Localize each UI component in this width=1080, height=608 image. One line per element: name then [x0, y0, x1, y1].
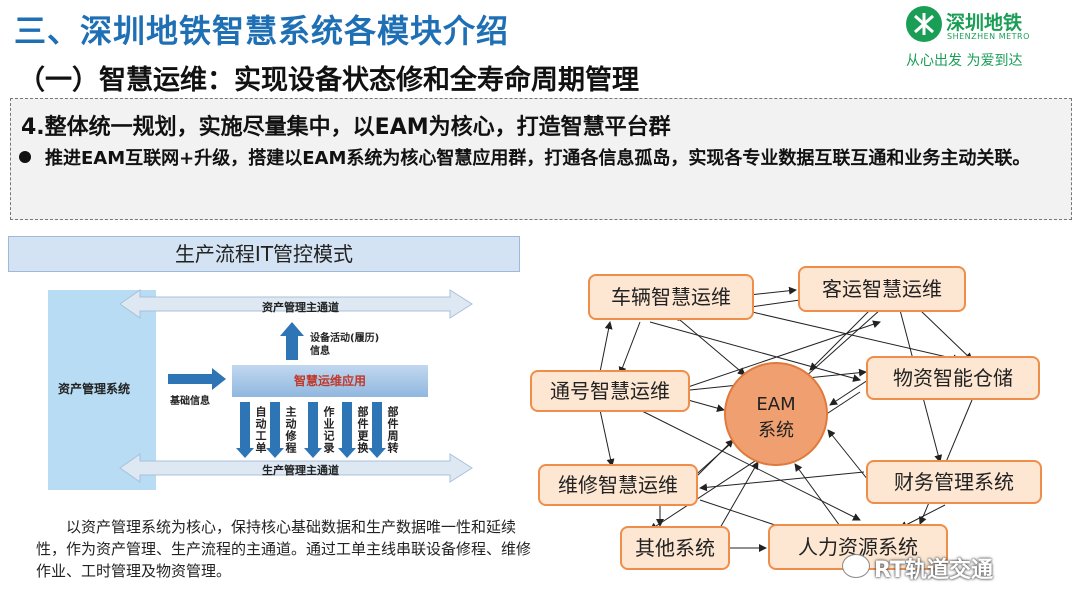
node-material: 物资智能仓储 [866, 356, 1040, 400]
wechat-icon [842, 554, 870, 578]
down-label-1: 自动工单 [254, 406, 267, 454]
smart-ops-app-box: 智慧运维应用 [232, 365, 428, 397]
panel-description: 以资产管理系统为核心，保持核心基础数据和生产数据唯一性和延续性，作为资产管理、生… [36, 518, 532, 580]
down-arrow-4 [338, 402, 356, 458]
logo-name-cn: 深圳地铁 [946, 12, 1023, 34]
bottom-channel-label: 生产管理主通道 [262, 464, 339, 477]
down-label-4: 部件更换 [356, 406, 369, 454]
down-label-3: 作业记录 [322, 406, 335, 454]
summary-bullet-text: 推进EAM互联网+升级，搭建以EAM系统为核心智慧应用群，打通各信息孤岛，实现各… [45, 148, 1031, 169]
summary-heading: 4.整体统一规划，实施尽量集中，以EAM为核心，打造智慧平台群 [21, 115, 671, 140]
flow-arrows [119, 289, 473, 483]
bullet-icon [19, 151, 31, 163]
top-channel-label: 资产管理主通道 [262, 301, 339, 314]
summary-box: 4.整体统一规划，实施尽量集中，以EAM为核心，打造智慧平台群 推进EAM互联网… [10, 98, 1072, 220]
node-passenger: 客运智慧运维 [798, 266, 966, 312]
eam-center-node: EAM 系统 [724, 362, 828, 466]
section-subtitle: （一）智慧运维：实现设备状态修和全寿命周期管理 [18, 65, 639, 96]
down-label-5: 部件周转 [386, 406, 399, 454]
eam-center-line2: 系统 [758, 420, 794, 441]
metro-logo-icon [906, 6, 942, 42]
down-arrows [236, 402, 386, 458]
summary-bullet: 推进EAM互联网+升级，搭建以EAM系统为核心智慧应用群，打通各信息孤岛，实现各… [19, 145, 1059, 173]
basic-info-arrow [168, 368, 226, 390]
node-maintenance: 维修智慧运维 [538, 464, 698, 506]
down-label-2: 主动修程 [284, 406, 297, 454]
node-finance: 财务管理系统 [866, 460, 1042, 504]
logo-slogan: 从心出发 为爱到达 [906, 53, 1023, 69]
down-arrow-2 [266, 402, 284, 458]
bottom-channel-arrow [119, 453, 473, 483]
activity-up-arrow [280, 322, 304, 360]
node-vehicle: 车辆智慧运维 [588, 274, 754, 320]
panel-header: 生产流程IT管控模式 [8, 236, 520, 272]
asset-system-label: 资产管理系统 [58, 382, 131, 396]
activity-info-label: 设备活动(履历)信息 [310, 333, 380, 357]
logo-name-en: SHENZHEN METRO [947, 32, 1030, 41]
watermark: RT轨道交通 [874, 558, 993, 583]
node-other: 其他系统 [620, 526, 730, 570]
panel-header-text: 生产流程IT管控模式 [174, 242, 354, 266]
down-arrow-5 [368, 402, 386, 458]
smart-ops-app-label: 智慧运维应用 [293, 374, 366, 388]
basic-info-label: 基础信息 [170, 396, 210, 407]
down-arrow-3 [304, 402, 322, 458]
logo: 深圳地铁 SHENZHEN METRO 从心出发 为爱到达 [906, 6, 1076, 69]
eam-center-line1: EAM [756, 394, 796, 415]
top-channel-arrow [119, 289, 473, 319]
node-signal: 通号智慧运维 [530, 370, 690, 412]
down-arrow-1 [236, 402, 254, 458]
page-title: 三、深圳地铁智慧系统各模块介绍 [14, 12, 510, 50]
